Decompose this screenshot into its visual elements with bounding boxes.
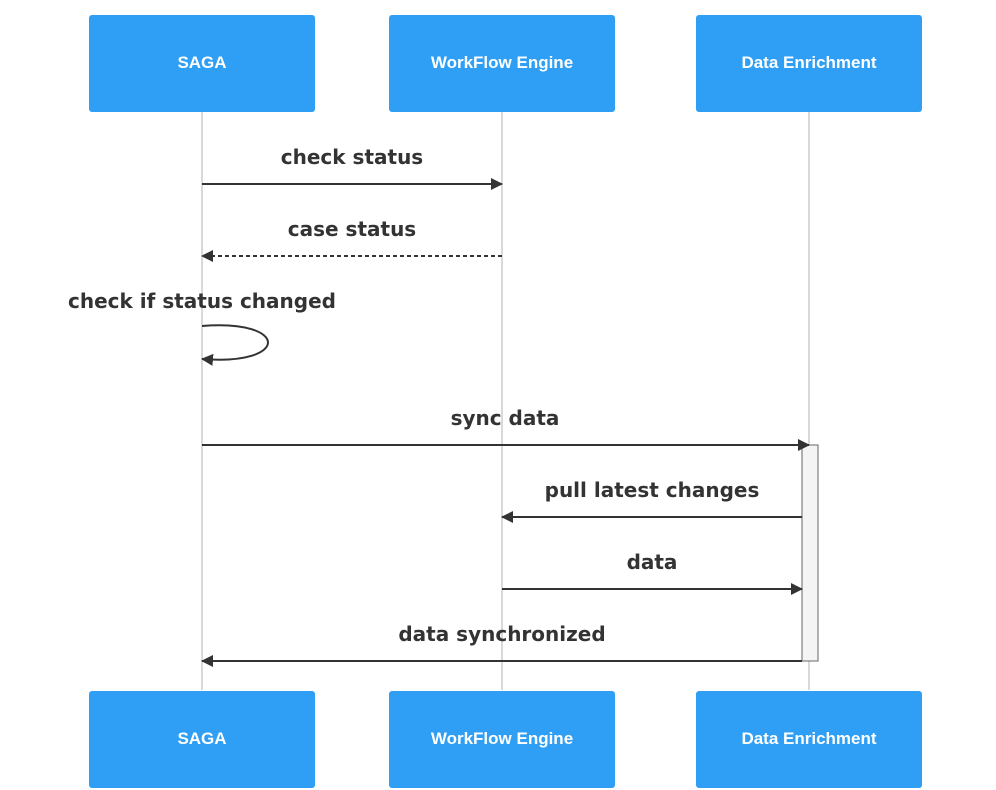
participant-saga-bottom: SAGA <box>89 691 315 788</box>
participant-label: WorkFlow Engine <box>431 729 573 748</box>
message-pull-latest-changes: pull latest changes <box>501 478 802 523</box>
self-loop-arrow <box>201 324 269 366</box>
message-label: sync data <box>451 406 560 430</box>
participant-enrich-bottom: Data Enrichment <box>696 691 922 788</box>
participant-label: Data Enrichment <box>741 729 876 748</box>
message-data-synchronized: data synchronized <box>201 622 802 667</box>
participant-workflow-top: WorkFlow Engine <box>389 15 615 112</box>
message-label: pull latest changes <box>545 478 760 502</box>
message-check-if-status-changed: check if status changed <box>68 289 336 366</box>
participant-label: Data Enrichment <box>741 53 876 72</box>
message-check-status: check status <box>202 145 503 190</box>
participant-enrich-top: Data Enrichment <box>696 15 922 112</box>
participant-label: SAGA <box>177 729 226 748</box>
message-label: check if status changed <box>68 289 336 313</box>
participant-label: SAGA <box>177 53 226 72</box>
message-data: data <box>502 550 803 595</box>
lifelines <box>201 112 810 690</box>
message-label: data <box>627 550 678 574</box>
message-label: data synchronized <box>398 622 605 646</box>
activation-bar-enrich <box>801 444 819 662</box>
message-case-status: case status <box>201 217 502 262</box>
participant-label: WorkFlow Engine <box>431 53 573 72</box>
message-label: check status <box>281 145 423 169</box>
participant-workflow-bottom: WorkFlow Engine <box>389 691 615 788</box>
message-sync-data: sync data <box>202 406 810 451</box>
message-label: case status <box>288 217 416 241</box>
participant-saga-top: SAGA <box>89 15 315 112</box>
